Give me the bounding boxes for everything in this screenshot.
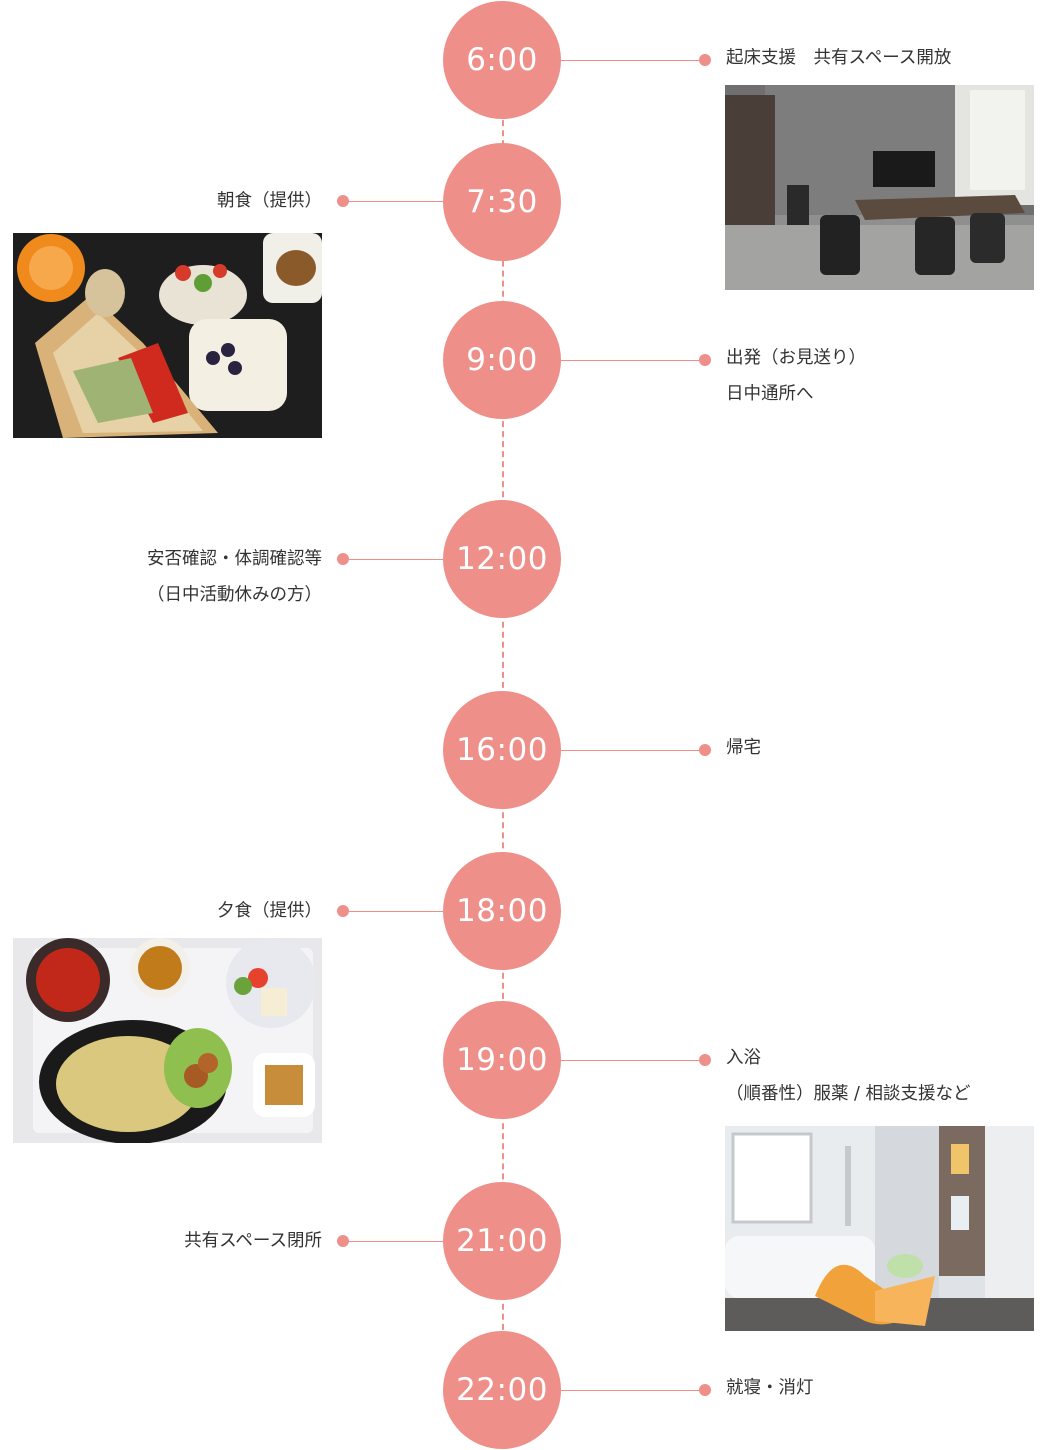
time-circle-1800: 18:00 <box>443 852 561 970</box>
event-label-2100: 共有スペース閉所 <box>184 1231 322 1251</box>
timeline-dot <box>699 54 711 66</box>
connector-line <box>561 1390 706 1391</box>
timeline-dot <box>337 1235 349 1247</box>
dinner-photo <box>13 938 322 1143</box>
timeline-dot <box>699 1384 711 1396</box>
time-label: 6:00 <box>466 42 538 78</box>
connector-line <box>561 750 706 751</box>
time-label: 9:00 <box>466 342 538 378</box>
connector-line <box>343 1241 443 1242</box>
connector-line <box>561 360 706 361</box>
connector-line <box>343 559 443 560</box>
timeline-dot <box>699 1054 711 1066</box>
time-label: 18:00 <box>456 893 548 929</box>
connector-line <box>561 1060 706 1061</box>
time-label: 22:00 <box>456 1372 548 1408</box>
event-label-1200: 安否確認・体調確認等（日中活動休みの方） <box>147 549 322 605</box>
event-label-0600: 起床支援 共有スペース開放 <box>726 48 952 68</box>
event-label-1900: 入浴（順番性）服薬 / 相談支援など <box>726 1048 971 1104</box>
time-circle-0600: 6:00 <box>443 1 561 119</box>
time-label: 12:00 <box>456 541 548 577</box>
event-label-0900: 出発（お見送り）日中通所へ <box>726 348 866 404</box>
time-circle-1200: 12:00 <box>443 500 561 618</box>
living-room-photo <box>725 85 1034 290</box>
event-label-0730: 朝食（提供） <box>217 191 322 211</box>
timeline-dot <box>699 354 711 366</box>
time-label: 21:00 <box>456 1223 548 1259</box>
time-circle-1600: 16:00 <box>443 691 561 809</box>
event-label-1600: 帰宅 <box>726 738 761 758</box>
time-label: 7:30 <box>466 184 538 220</box>
time-circle-0730: 7:30 <box>443 143 561 261</box>
event-label-2200: 就寝・消灯 <box>726 1378 814 1398</box>
timeline-dot <box>337 195 349 207</box>
bathroom-photo <box>725 1126 1034 1331</box>
timeline-dot <box>699 744 711 756</box>
connector-line <box>561 60 706 61</box>
event-label-1800: 夕食（提供） <box>217 901 322 921</box>
timeline-dot <box>337 553 349 565</box>
time-circle-2100: 21:00 <box>443 1182 561 1300</box>
time-label: 19:00 <box>456 1042 548 1078</box>
time-circle-0900: 9:00 <box>443 301 561 419</box>
connector-line <box>343 911 443 912</box>
time-circle-1900: 19:00 <box>443 1001 561 1119</box>
connector-line <box>343 201 443 202</box>
breakfast-photo <box>13 233 322 438</box>
time-circle-2200: 22:00 <box>443 1331 561 1449</box>
timeline-dot <box>337 905 349 917</box>
time-label: 16:00 <box>456 732 548 768</box>
